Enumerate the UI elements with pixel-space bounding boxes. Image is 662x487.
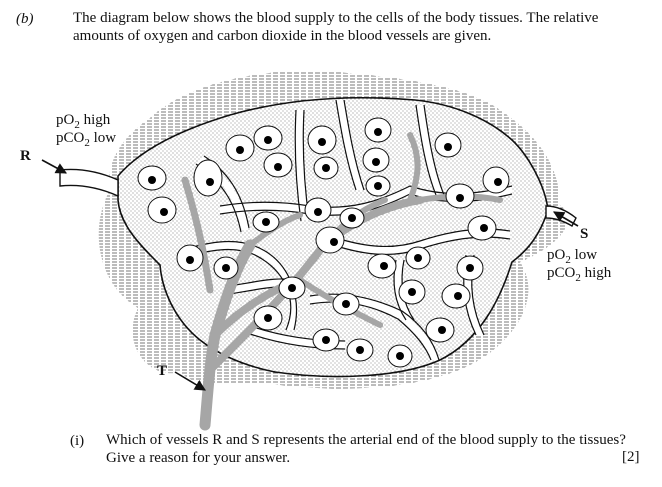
cell [445, 183, 475, 209]
cell [482, 166, 510, 194]
cell [364, 117, 392, 143]
cell [441, 283, 471, 309]
cell [253, 305, 283, 331]
tissue-cells [137, 117, 510, 368]
sub-question-number: (i) [70, 433, 85, 449]
cell [362, 147, 390, 173]
right-annotation-line2: pCO2 high [547, 265, 612, 284]
right-annotation-line1: pO2 low [547, 247, 597, 266]
cell [339, 207, 365, 229]
left-annotation-line1: pO2 high [56, 112, 111, 131]
label-S: S [580, 226, 588, 242]
left-annotation-line2: pCO2 low [56, 130, 116, 149]
cell [387, 344, 413, 368]
cell [304, 197, 332, 223]
cell [147, 196, 177, 224]
cell [225, 134, 255, 162]
cell [367, 253, 397, 279]
cell [365, 175, 391, 197]
sub-question-text: Which of vessels R and S represents the … [106, 432, 626, 466]
vessel-R [59, 168, 119, 198]
cell [213, 256, 239, 280]
cell [252, 211, 280, 233]
label-T: T [157, 363, 167, 379]
cell [253, 125, 283, 151]
arrow-R [41, 159, 67, 174]
label-R: R [20, 148, 31, 164]
intro-text: The diagram below shows the blood supply… [73, 10, 599, 44]
cell [332, 292, 360, 316]
arrow-S [553, 211, 579, 227]
cell [193, 159, 223, 197]
cell [425, 317, 455, 343]
cell [263, 152, 293, 178]
cell [313, 156, 339, 180]
arrow-T [174, 371, 206, 391]
cell [456, 255, 484, 281]
cell [346, 338, 374, 362]
cell [405, 246, 431, 270]
cell [312, 328, 340, 352]
cell [137, 165, 167, 191]
cell [315, 226, 345, 254]
cell [176, 244, 204, 272]
cell [307, 125, 337, 155]
part-label: (b) [16, 11, 34, 27]
cell [398, 279, 426, 305]
cell [467, 215, 497, 241]
capillary-channels [178, 99, 513, 362]
sub-question-marks: [2] [622, 449, 640, 465]
cell [434, 132, 462, 158]
cell [278, 276, 306, 300]
